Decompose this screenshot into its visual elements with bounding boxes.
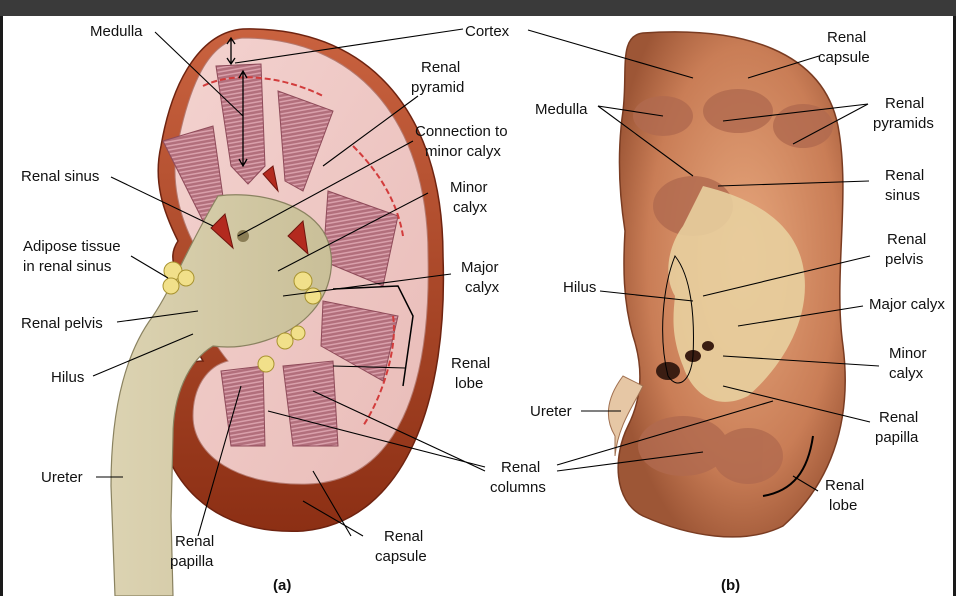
window-top-bar (0, 0, 956, 16)
label-connection-l1: Connection to (415, 123, 508, 140)
label-renal-sinus-b-l1: Renal (885, 167, 924, 184)
label-renal-lobe-b-l2: lobe (829, 497, 857, 514)
figure-canvas: Medulla Cortex Renal pyramid Connection … (0, 16, 956, 596)
label-renal-papilla-b-l1: Renal (879, 409, 918, 426)
panel-label-b: (b) (721, 577, 740, 594)
label-minor-calyx-a-l2: calyx (453, 199, 488, 216)
label-minor-calyx-b-l2: calyx (889, 365, 924, 382)
label-renal-pelvis-b-l1: Renal (887, 231, 926, 248)
label-medulla-a: Medulla (90, 23, 143, 40)
label-major-calyx-a-l2: calyx (465, 279, 500, 296)
label-medulla-b: Medulla (535, 101, 588, 118)
label-renal-pyramids-l1: Renal (885, 95, 924, 112)
label-renal-pyramid-l2: pyramid (411, 79, 464, 96)
label-renal-papilla-a-l2: papilla (170, 553, 214, 570)
label-renal-papilla-a-l1: Renal (175, 533, 214, 550)
label-renal-lobe-a-l1: Renal (451, 355, 490, 372)
label-renal-columns-l1: Renal (501, 459, 540, 476)
panel-label-a: (a) (273, 577, 291, 594)
label-adipose-l2: in renal sinus (23, 258, 111, 275)
label-hilus-a: Hilus (51, 369, 84, 386)
label-major-calyx-a-l1: Major (461, 259, 499, 276)
label-renal-lobe-b-l1: Renal (825, 477, 864, 494)
label-minor-calyx-a-l1: Minor (450, 179, 488, 196)
label-renal-capsule-b-l2: capsule (818, 49, 870, 66)
label-renal-lobe-a-l2: lobe (455, 375, 483, 392)
label-ureter-b: Ureter (530, 403, 572, 420)
label-ureter-a: Ureter (41, 469, 83, 486)
label-renal-pyramids-l2: pyramids (873, 115, 934, 132)
label-renal-sinus-b-l2: sinus (885, 187, 920, 204)
label-hilus-b: Hilus (563, 279, 596, 296)
label-renal-pelvis-a: Renal pelvis (21, 315, 103, 332)
label-connection-l2: minor calyx (425, 143, 501, 160)
label-renal-capsule-a-l2: capsule (375, 548, 427, 565)
label-renal-columns-l2: columns (490, 479, 546, 496)
kidney-b-photo (608, 32, 845, 537)
label-minor-calyx-b-l1: Minor (889, 345, 927, 362)
label-renal-capsule-a-l1: Renal (384, 528, 423, 545)
label-adipose-l1: Adipose tissue (23, 238, 121, 255)
label-renal-pelvis-b-l2: pelvis (885, 251, 923, 268)
label-renal-sinus-a: Renal sinus (21, 168, 99, 185)
label-renal-pyramid-l1: Renal (421, 59, 460, 76)
kidney-figure: Medulla Cortex Renal pyramid Connection … (3, 16, 953, 596)
label-cortex: Cortex (465, 23, 510, 40)
label-renal-capsule-b-l1: Renal (827, 29, 866, 46)
label-renal-papilla-b-l2: papilla (875, 429, 919, 446)
label-major-calyx-b: Major calyx (869, 296, 945, 313)
